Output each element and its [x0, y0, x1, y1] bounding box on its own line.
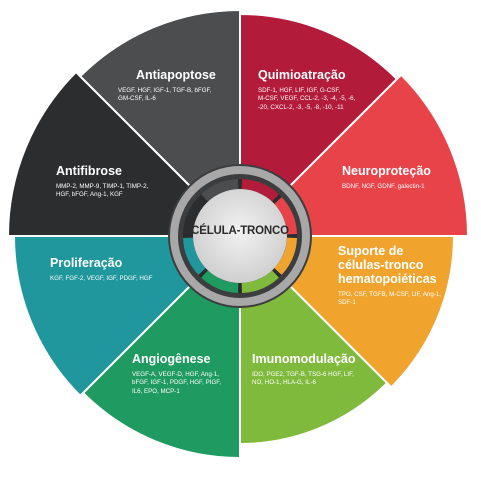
segment-desc: VEGF, HGF, IGF-1, TGF-B, bFGF, GM-CSF, I…: [118, 87, 212, 103]
hub-arc-quimioatracao: [274, 197, 297, 235]
segment-label-imunomodulacao: Imunomodulação IDO, PGE2, TGF-B, TSG-6 H…: [252, 352, 392, 388]
segment-desc: KGF, FGF-2, VEGF, IGF, PDGF, HGF: [50, 275, 153, 282]
center-hub: [168, 164, 312, 308]
segment-title: Angiogênese: [132, 352, 211, 366]
hub-arc-antifibrose: [201, 179, 239, 202]
segment-desc: MMP-2, MMP-9, TIMP-1, TIMP-2, HGF, bFGF,…: [56, 183, 149, 199]
hub-inner-disc: [193, 189, 287, 283]
segment-title: Imunomodulação: [252, 352, 356, 366]
hub-arc-imunomodulacao: [201, 270, 239, 293]
hub-accent-ring: [183, 179, 297, 293]
segment-desc: IDO, PGE2, TGF-B, TSG-6 HGF, LIF, NO, HO…: [252, 371, 354, 387]
segment-title: Neuroproteção: [342, 164, 431, 178]
segment-label-proliferacao: Proliferação KGF, FGF-2, VEGF, IGF, PDGF…: [50, 256, 170, 283]
segment-desc: TPO, CSF, TGFB, M-CSF, LIF, Ang-1, SDF-1: [338, 291, 442, 307]
hub-arc-angiogenese: [183, 237, 206, 275]
segment-label-antifibrose: Antifibrose MMP-2, MMP-9, TIMP-1, TIMP-2…: [56, 164, 176, 200]
segment-label-suporte: Suporte de células-tronco hematopoiética…: [338, 244, 468, 308]
segment-title: Suporte de células-tronco hematopoiética…: [338, 244, 437, 286]
segment-label-neuroprotecao: Neuroproteção BDNF, NGF, GDNF, galectin-…: [342, 164, 462, 191]
segment-desc: VEGF-A, VEGF-D, HGF, Ang-1, bFGF, IGF-1,…: [132, 371, 222, 395]
center-label: CÉLULA-TRONCO: [191, 225, 289, 237]
segment-title: Antiapoptose: [136, 68, 216, 82]
hub-arc-neuroprotecao: [274, 237, 297, 275]
segment-label-angiogenese: Angiogênese VEGF-A, VEGF-D, HGF, Ang-1, …: [132, 352, 252, 396]
segment-title: Antifibrose: [56, 164, 122, 178]
hub-outer-silver-ring: [170, 166, 310, 306]
segment-label-quimioatracao: Quimioatração SDF-1, HGF, LIF, IGF, G-CS…: [258, 68, 398, 112]
segment-label-antiapoptose: Antiapoptose VEGF, HGF, IGF-1, TGF-B, bF…: [118, 68, 238, 104]
hub-arc-suporte: [241, 270, 279, 293]
hub-arc-proliferacao: [183, 197, 206, 235]
segment-title: Quimioatração: [258, 68, 346, 82]
segment-desc: SDF-1, HGF, LIF, IGF, G-CSF, M-CSF, VEGF…: [258, 87, 356, 111]
segment-desc: BDNF, NGF, GDNF, galectin-1: [342, 183, 425, 190]
hub-arc-antiapoptose: [241, 179, 279, 202]
segment-title: Proliferação: [50, 256, 123, 270]
